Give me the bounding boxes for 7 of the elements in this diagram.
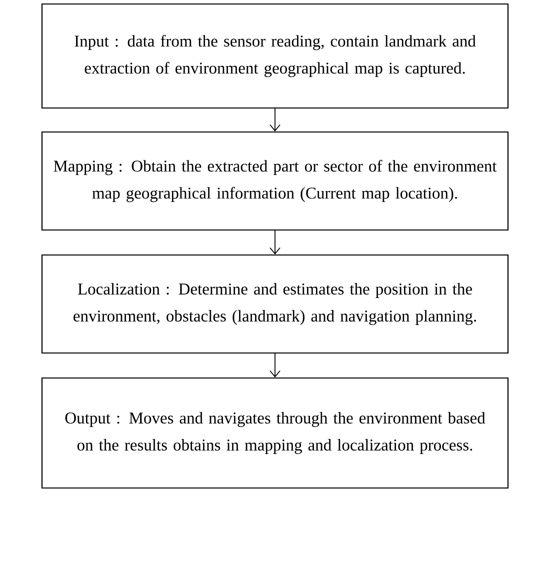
process-box: Localization : Determine and estimates the position in the environment, obstacles (landmark) and navigation planning.	[41, 254, 509, 354]
process-box: Output : Moves and navigates through the environment based on the results obtains in mapping and localization process.	[41, 377, 509, 489]
process-box: Input : data from the sensor reading, contain landmark and extraction of environment geographical map is captured.	[41, 3, 509, 109]
arrow	[270, 353, 280, 378]
process-box: Mapping : Obtain the extracted part or sector of the environment map geographical information (Current map location).	[41, 131, 509, 231]
arrow	[270, 230, 280, 254]
arrow	[270, 108, 280, 132]
